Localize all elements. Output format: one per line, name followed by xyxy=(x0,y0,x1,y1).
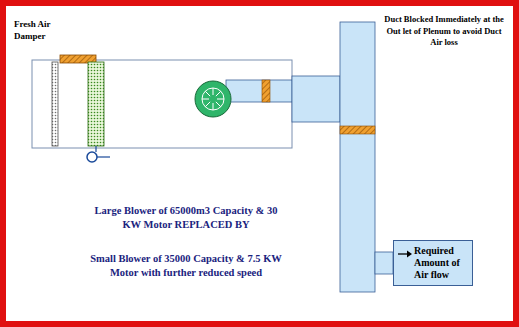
impeller-vane xyxy=(205,102,210,107)
impeller-vane xyxy=(202,99,209,100)
ahu-housing xyxy=(32,60,292,148)
supply-duct xyxy=(292,76,340,122)
air-flow-box: Required Amount of Air flow xyxy=(393,240,473,286)
frame xyxy=(3,3,516,324)
blower-impeller xyxy=(202,88,224,110)
blower-note: Large Blower of 65000m3 Capacity & 30 KW… xyxy=(88,204,284,231)
damper-label: Fresh Air Damper xyxy=(14,18,72,42)
impeller-vane xyxy=(205,91,210,96)
filter xyxy=(52,62,58,146)
impeller-vane xyxy=(217,99,224,100)
impeller-vane xyxy=(216,91,221,96)
impeller-vane xyxy=(213,88,214,95)
blower-note: Small Blower of 35000 Capacity & 7.5 KW … xyxy=(88,252,284,279)
pipe xyxy=(95,146,96,152)
impeller-vane xyxy=(213,103,214,110)
blower xyxy=(195,81,231,117)
branch-duct xyxy=(375,252,393,274)
riser-duct xyxy=(340,22,375,292)
pipe xyxy=(97,156,110,157)
note-label: Duct Blocked Immediately at the Out let … xyxy=(382,14,506,49)
impeller-vane xyxy=(216,102,221,107)
blower-outlet xyxy=(226,80,292,102)
duct-block xyxy=(340,126,375,134)
cooling-coil xyxy=(88,62,104,146)
duct-block xyxy=(262,80,270,102)
pump xyxy=(87,152,97,162)
flow-arrow xyxy=(397,249,413,259)
box-text: Required Amount of Air flow xyxy=(414,245,468,281)
